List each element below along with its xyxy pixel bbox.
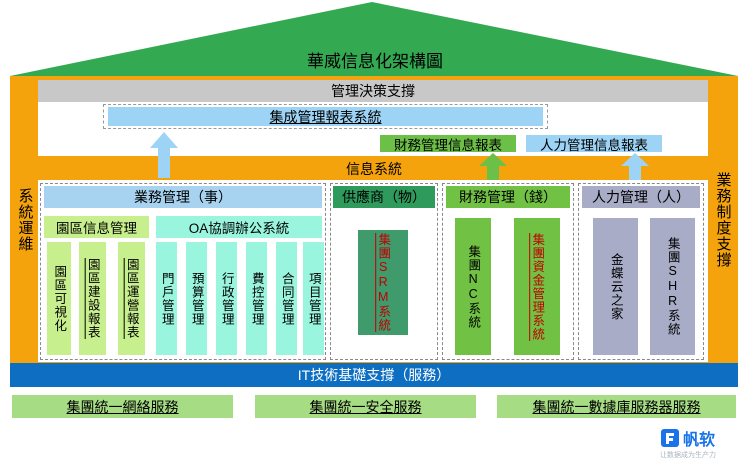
- hr-module: [578, 183, 704, 360]
- arrow-up-hr: [621, 153, 649, 183]
- diagram-title: 華威信息化架構圖: [307, 51, 443, 71]
- oa-cell-expense: 費控管理: [246, 242, 267, 355]
- oa-cell-project: 項目管理: [303, 242, 324, 355]
- service-security: 集團統一安全服務: [255, 395, 476, 418]
- finance-nc-cell: 集團NC系統: [455, 218, 491, 355]
- integrated-reports-box: 集成管理報表系統: [108, 107, 543, 126]
- oa-header: OA協調辦公系統: [156, 216, 322, 238]
- left-pillar-label: 系統運維: [16, 188, 34, 252]
- oa-cell-contract: 合同管理: [276, 242, 297, 355]
- park-cell-operation-report: 園區運營報表: [118, 242, 145, 355]
- logo-icon: [661, 429, 679, 447]
- decision-bar: 管理決策支撐: [38, 80, 708, 102]
- finance-report-box: 財務管理信息報表: [380, 135, 516, 153]
- hr-header: 人力管理（人）: [582, 186, 700, 208]
- supplier-header: 供應商（物）: [333, 186, 435, 208]
- service-database: 集團統一數據庫服務器服務: [497, 395, 736, 418]
- logo-text: 帆软: [683, 432, 716, 449]
- park-cell-visualization: 園區可視化: [47, 242, 71, 355]
- park-info-header: 園區信息管理: [44, 216, 149, 238]
- logo-subtitle: 让数据成为生产力: [660, 452, 716, 459]
- arrow-up-finance: [479, 153, 507, 183]
- roof-shape: [10, 2, 738, 76]
- oa-cell-portal: 門戶管理: [156, 242, 177, 355]
- supplier-module: [330, 183, 438, 360]
- oa-cell-budget: 預算管理: [186, 242, 207, 355]
- business-header: 業務管理（事）: [44, 186, 322, 208]
- service-network: 集團統一網絡服務: [12, 395, 233, 418]
- park-cell-construction-report: 園區建設報表: [79, 242, 106, 355]
- finance-fund-cell: 集團資金管理系統: [514, 218, 560, 355]
- arrow-up-business: [150, 132, 178, 178]
- finance-header: 財務管理（錢）: [446, 186, 570, 208]
- right-pillar-label: 業務制度支撐: [714, 172, 732, 268]
- hr-report-box: 人力管理信息報表: [526, 135, 662, 153]
- hr-kingdee-cell: 金蝶云之家: [593, 218, 638, 355]
- it-foundation-bar: IT技術基礎支撐（服務）: [10, 363, 738, 387]
- business-module: [40, 183, 326, 360]
- reports-outline: [103, 104, 548, 129]
- info-system-label: 信息系統: [346, 161, 402, 177]
- finance-module: [442, 183, 574, 360]
- logo: 帆软 让数据成为生产力: [660, 426, 740, 462]
- oa-cell-admin: 行政管理: [216, 242, 237, 355]
- hr-shr-cell: 集團SHR系統: [650, 218, 695, 355]
- roof: [10, 2, 738, 76]
- supplier-srm-cell: 集團SRM系統: [358, 230, 408, 335]
